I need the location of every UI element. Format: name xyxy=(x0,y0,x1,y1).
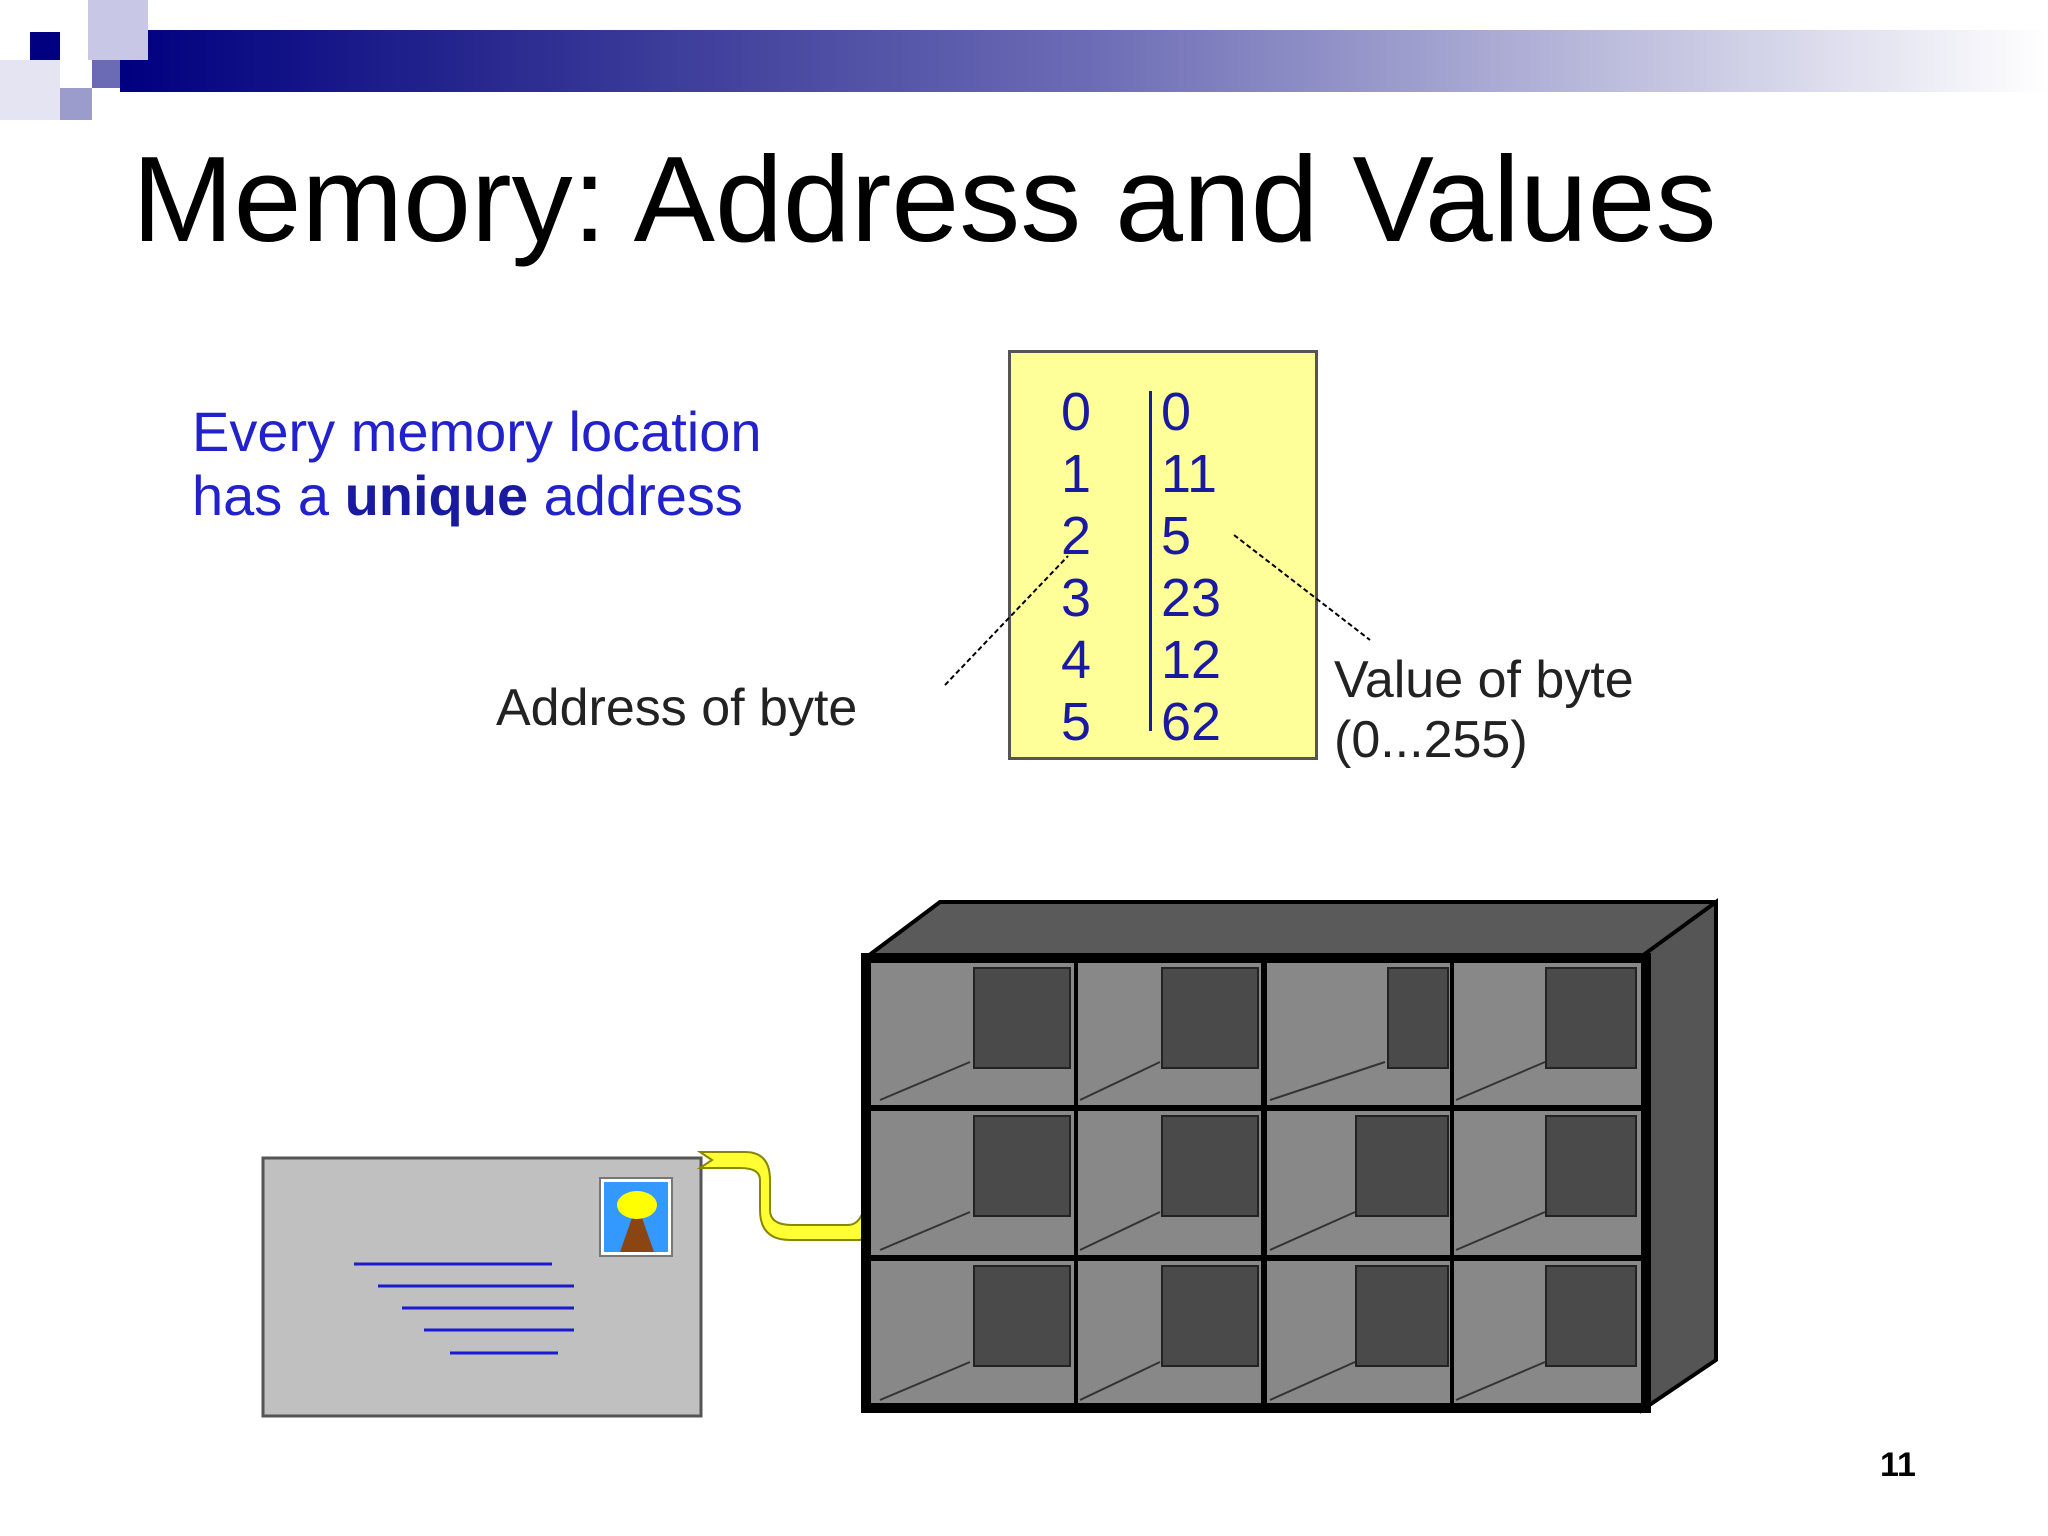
memory-table-divider xyxy=(1149,391,1152,731)
value-cell: 0 xyxy=(1161,382,1192,442)
value-cell: 5 xyxy=(1161,506,1192,566)
page-number: 11 xyxy=(1880,1446,1916,1484)
description-line-2-bold: unique xyxy=(344,464,529,527)
address-of-byte-label: Address of byte xyxy=(496,679,858,737)
address-cell: 3 xyxy=(1061,568,1092,628)
description-line-2-prefix: has a xyxy=(192,464,345,527)
value-label-line-1: Value of byte xyxy=(1334,651,1634,709)
description-line-2-suffix: address xyxy=(528,464,743,527)
value-label-line-2: (0...255) xyxy=(1334,711,1528,769)
value-cell: 62 xyxy=(1161,692,1222,752)
header-square-dark xyxy=(30,32,60,62)
header-gradient-bar xyxy=(120,30,2048,92)
value-cell: 11 xyxy=(1161,444,1218,504)
address-cell: 4 xyxy=(1061,630,1092,690)
header-square-light xyxy=(0,60,60,120)
address-column: 0 1 2 3 4 5 xyxy=(1061,381,1091,753)
value-cell: 12 xyxy=(1161,630,1222,690)
address-cell: 0 xyxy=(1061,382,1092,442)
header-square-accent xyxy=(92,60,120,88)
header-square-mid xyxy=(88,0,148,60)
mailbox-cabinet-icon xyxy=(861,898,1718,1414)
value-cell: 23 xyxy=(1161,568,1222,628)
address-cell: 1 xyxy=(1061,444,1092,504)
value-of-byte-label: Value of byte (0...255) xyxy=(1334,650,1634,770)
description-line-1: Every memory location xyxy=(192,400,762,463)
address-cell: 2 xyxy=(1061,506,1092,566)
memory-table: 0 1 2 3 4 5 0 11 5 23 12 62 xyxy=(1008,350,1318,760)
value-leader-line xyxy=(1233,534,1371,641)
description-text: Every memory location has a unique addre… xyxy=(192,400,762,528)
envelope-icon xyxy=(261,1156,703,1418)
address-cell: 5 xyxy=(1061,692,1092,752)
value-column: 0 11 5 23 12 62 xyxy=(1161,381,1221,753)
slide-title: Memory: Address and Values xyxy=(132,131,1717,267)
header-square-small xyxy=(60,88,92,120)
address-leader-line xyxy=(944,555,1069,686)
